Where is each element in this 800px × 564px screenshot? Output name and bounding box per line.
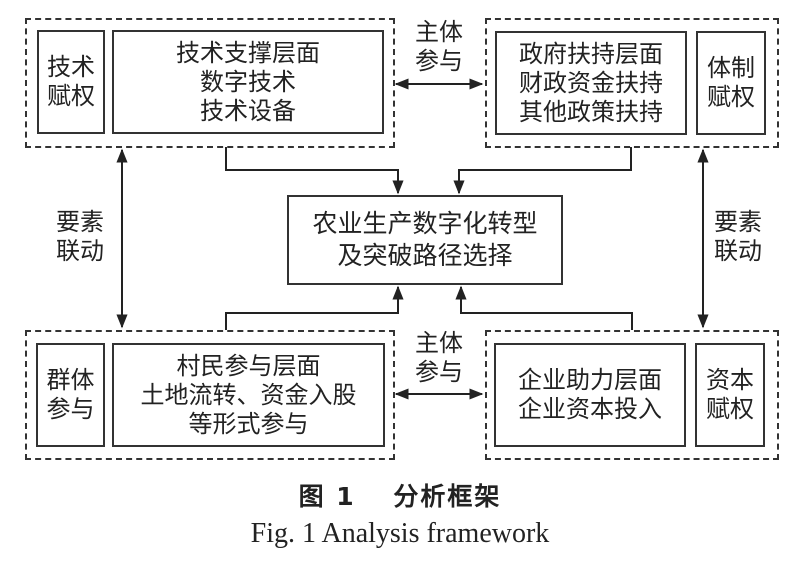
- caption-english: Fig. 1 Analysis framework: [250, 518, 550, 549]
- gov-group: [485, 18, 779, 148]
- villager-participation-line: 土地流转、资金入股: [140, 380, 357, 409]
- enterprise-support-line: 企业助力层面: [518, 366, 662, 394]
- institution-empowerment-line: 体制: [707, 54, 755, 82]
- enterprise-group: [485, 330, 779, 460]
- capital-empowerment-line: 赋权: [706, 395, 754, 423]
- center-goal-box: 农业生产数字化转型 及突破路径选择: [287, 195, 563, 285]
- gov-support-line: 其他政策扶持: [519, 97, 663, 126]
- tech-support-line: 技术支撑层面: [176, 38, 320, 67]
- center-goal-line: 农业生产数字化转型: [312, 209, 538, 238]
- bottom-participation-label: 主体 参与: [405, 329, 473, 387]
- tech-empowerment-line: 赋权: [47, 82, 95, 110]
- tech-support-box: 技术支撑层面 数字技术 技术设备: [112, 30, 384, 134]
- tech-group: [25, 18, 395, 148]
- gov-support-box: 政府扶持层面 财政资金扶持 其他政策扶持: [495, 31, 687, 135]
- right-linkage-line: 要素: [714, 208, 762, 236]
- top-participation-label: 主体 参与: [405, 18, 473, 76]
- gov-support-line: 财政资金扶持: [519, 68, 663, 97]
- capital-empowerment-line: 资本: [706, 366, 754, 394]
- capital-empowerment-box: 资本 赋权: [695, 343, 765, 447]
- villager-group: [25, 330, 395, 460]
- bottom-participation-line: 参与: [415, 358, 463, 386]
- villager-participation-box: 村民参与层面 土地流转、资金入股 等形式参与: [112, 343, 385, 447]
- villager-participation-line: 村民参与层面: [176, 351, 321, 380]
- villager-to-center-arrow: [225, 285, 404, 330]
- left-linkage-label: 要素 联动: [52, 208, 108, 266]
- enterprise-support-line: 企业资本投入: [518, 395, 662, 423]
- bottom-participation-line: 主体: [415, 329, 463, 357]
- center-goal-line: 及突破路径选择: [337, 241, 513, 270]
- left-linkage-line: 要素: [56, 208, 104, 236]
- group-participation-line: 群体: [46, 366, 95, 394]
- enterprise-to-center-arrow: [455, 285, 633, 330]
- enterprise-support-box: 企业助力层面 企业资本投入: [494, 343, 686, 447]
- left-linkage-line: 联动: [56, 237, 104, 265]
- tech-to-center-arrow: [225, 147, 404, 195]
- right-linkage-line: 联动: [714, 237, 762, 265]
- group-participation-box: 群体 参与: [36, 343, 105, 447]
- top-participation-line: 主体: [415, 18, 463, 46]
- right-linkage-label: 要素 联动: [710, 208, 766, 266]
- villager-participation-line: 等形式参与: [188, 409, 309, 438]
- gov-to-center-arrow: [453, 147, 632, 195]
- caption-chinese: 图 1 分析框架: [298, 482, 502, 511]
- group-participation-line: 参与: [46, 395, 95, 423]
- tech-support-line: 技术设备: [200, 96, 296, 125]
- institution-empowerment-box: 体制 赋权: [696, 31, 766, 135]
- tech-support-line: 数字技术: [200, 67, 296, 96]
- gov-support-line: 政府扶持层面: [519, 39, 663, 68]
- institution-empowerment-line: 赋权: [707, 83, 755, 111]
- top-participation-line: 参与: [415, 47, 463, 75]
- tech-empowerment-line: 技术: [47, 53, 95, 81]
- tech-empowerment-box: 技术 赋权: [37, 30, 105, 134]
